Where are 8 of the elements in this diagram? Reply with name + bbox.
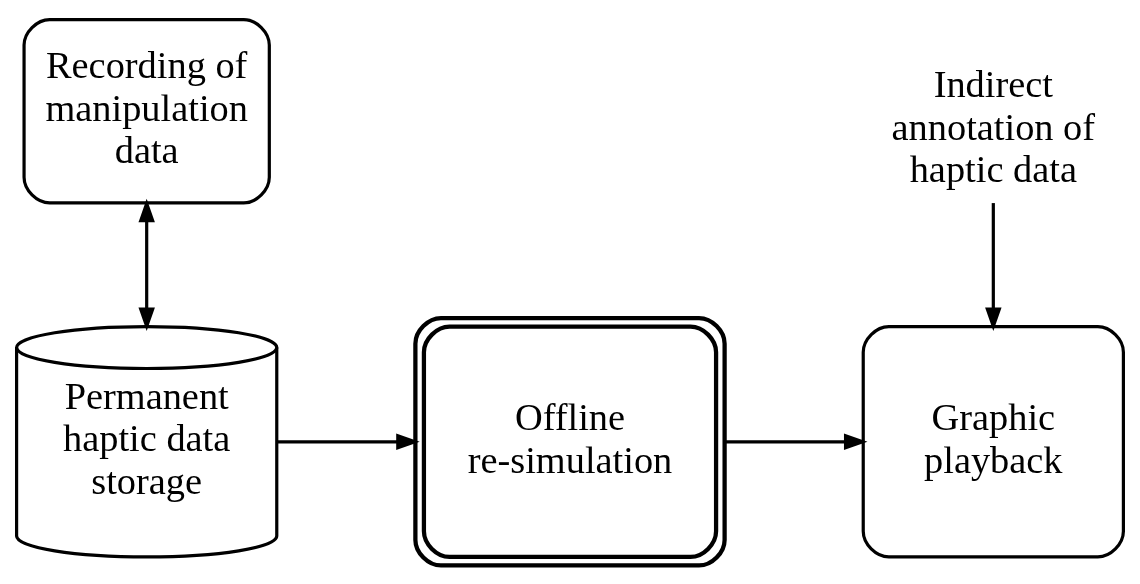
- arrow: [725, 433, 868, 450]
- node-box: Graphic playback: [861, 324, 1125, 559]
- node-box: Offline re-simulation: [413, 315, 727, 568]
- node-box: Recording of manipulation data: [22, 17, 271, 205]
- arrow: [138, 198, 155, 331]
- arrow: [985, 202, 1002, 331]
- node-text: Indirect annotation of haptic data: [891, 62, 1096, 190]
- arrow: [276, 433, 420, 450]
